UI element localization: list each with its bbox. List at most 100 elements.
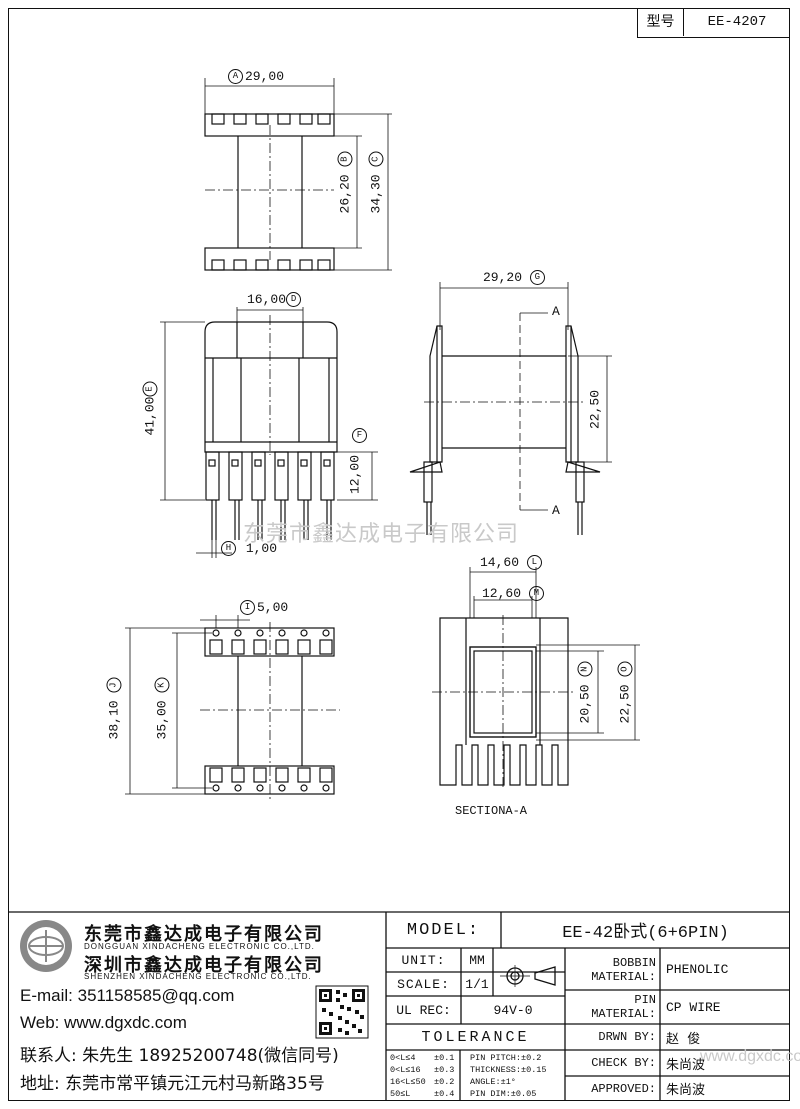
dim-b-label: 26,20 B xyxy=(337,142,353,222)
dim-f-label: 12,00 xyxy=(348,445,363,505)
dim-i-value: 5,00 xyxy=(257,600,289,615)
title-block-lines xyxy=(8,911,790,1101)
tb-tolerance-table: 0<L≤4 ±0.1 PIN PITCH:±0.2 0<L≤16 ±0.3 TH… xyxy=(390,1052,565,1100)
tb-tolerance-label: TOLERANCE xyxy=(421,1028,530,1046)
top-view xyxy=(204,78,392,271)
drawing-frame xyxy=(8,8,790,1101)
bottom-view xyxy=(125,615,340,800)
section-label: SECTIONA-A xyxy=(455,804,528,818)
company-address: 地址: 东莞市常平镇元江元村马新路35号 xyxy=(20,1074,325,1094)
tb-pin-label: PIN MATERIAL: xyxy=(565,990,660,1024)
dim-m-value: 12,60 xyxy=(482,586,522,601)
tb-bobbin-label-1: BOBBIN xyxy=(612,956,656,970)
tol-value: ±0.1 xyxy=(434,1053,455,1063)
header-model-value: EE-4207 xyxy=(707,14,767,30)
dim-k-letter: K xyxy=(154,677,170,693)
dim-f-marker: F xyxy=(352,428,369,444)
tol-row: 0<L≤16 ±0.3 THICKNESS:±0.15 xyxy=(390,1064,565,1076)
dim-m-label: 12,60 M xyxy=(482,586,546,602)
tol-range: 0<L≤16 xyxy=(390,1065,421,1075)
dim-i-letter: I xyxy=(240,600,255,616)
dim-d-value: 16,00 xyxy=(247,292,287,307)
company-logo xyxy=(20,920,72,972)
side-height-label: 22,50 xyxy=(588,380,603,440)
dim-l-letter: L xyxy=(526,555,542,571)
side-view xyxy=(409,282,612,535)
dim-m-letter: M xyxy=(528,586,544,602)
qr-code xyxy=(315,985,369,1039)
watermark-corner: www.dgxdc.com xyxy=(700,1048,800,1065)
tol-row: 16<L≤50 ±0.2 ANGLE:±1° xyxy=(390,1076,565,1088)
header-model-box: 型号 EE-4207 xyxy=(637,8,790,38)
dim-e-value: 41,00 xyxy=(142,396,158,436)
dim-a-letter: A xyxy=(228,69,243,85)
company-contact: 联系人: 朱先生 18925200748(微信同号) xyxy=(20,1046,339,1066)
tb-unit-label: UNIT: xyxy=(401,952,446,968)
dim-o-value: 22,50 xyxy=(617,684,633,724)
dim-e-letter: E xyxy=(142,381,158,397)
dim-g-letter: G xyxy=(529,270,545,286)
tb-pin-value: CP WIRE xyxy=(666,999,721,1015)
front-view xyxy=(160,307,378,558)
tb-ul-label: UL REC: xyxy=(396,1002,451,1018)
tb-drawn-label: DRWN BY: xyxy=(598,1030,656,1044)
dim-n-label: 20,50 N xyxy=(577,652,593,732)
dim-o-label: 22,50 O xyxy=(617,652,633,732)
tol-range: 16<L≤50 xyxy=(390,1077,426,1087)
tb-ul-value: 94V-0 xyxy=(493,1002,533,1018)
tol-range: 0<L≤4 xyxy=(390,1053,416,1063)
tol-value: ±0.4 xyxy=(434,1089,455,1099)
dim-k-value: 35,00 xyxy=(154,700,170,740)
tol-range: 50≤L xyxy=(390,1089,411,1099)
dim-l-value: 14,60 xyxy=(480,555,520,570)
dim-d-letter: D xyxy=(286,292,302,308)
tb-check-value: 朱尚波 xyxy=(666,1057,706,1073)
dim-j-value: 38,10 xyxy=(106,700,122,740)
tb-bobbin-label: BOBBIN MATERIAL: xyxy=(565,950,660,990)
tol-row: 50≤L ±0.4 PIN DIM:±0.05 xyxy=(390,1088,565,1100)
section-marker-bottom: A xyxy=(552,503,560,518)
dim-h-letter: H xyxy=(221,541,236,557)
dim-n-value: 20,50 xyxy=(577,684,593,724)
dim-j-label: 38,10 J xyxy=(106,668,122,748)
tb-bobbin-label-2: MATERIAL: xyxy=(591,970,656,984)
dim-c-letter: C xyxy=(368,151,384,167)
company-name-dg: 东莞市鑫达成电子有限公司 xyxy=(84,924,324,945)
tb-model-value: EE-42卧式(6+6PIN) xyxy=(562,924,729,943)
dim-g-value: 29,20 xyxy=(483,270,523,285)
tol-item: ANGLE:±1° xyxy=(470,1077,516,1087)
dim-o-letter: O xyxy=(617,661,633,677)
header-model-label: 型号 xyxy=(638,8,684,36)
dim-e-label: 41,00E xyxy=(142,368,158,448)
company-name-dg-en: DONGGUAN XINDACHENG ELECTRONIC CO.,LTD. xyxy=(84,942,315,951)
dim-b-value: 26,20 xyxy=(337,174,353,214)
tol-item: THICKNESS:±0.15 xyxy=(470,1065,547,1075)
tb-scale-value: 1/1 xyxy=(465,976,489,992)
dim-j-letter: J xyxy=(106,677,122,693)
tb-bobbin-value: PHENOLIC xyxy=(666,961,729,977)
tol-item: PIN PITCH:±0.2 xyxy=(470,1053,542,1063)
tb-unit-value: MM xyxy=(469,952,485,968)
tb-approved-value: 朱尚波 xyxy=(666,1083,706,1098)
watermark-main: 东莞市鑫达成电子有限公司 xyxy=(243,522,520,547)
tb-pin-label-1: PIN xyxy=(634,993,656,1007)
dim-l-label: 14,60 L xyxy=(480,555,544,571)
company-web: Web: www.dgxdc.com xyxy=(20,1013,187,1032)
dim-h-value: 1,00 xyxy=(245,541,278,556)
dim-c-value: 34,30 xyxy=(368,174,384,214)
tb-drawn-value: 赵 俊 xyxy=(666,1031,701,1047)
section-view xyxy=(432,567,640,790)
dim-f-letter: F xyxy=(352,428,367,444)
company-name-sz-en: SHENZHEN XINDACHENG ELECTRONIC CO.,LTD. xyxy=(84,972,312,981)
company-name-sz: 深圳市鑫达成电子有限公司 xyxy=(84,955,324,976)
dim-n-letter: N xyxy=(577,661,593,677)
dim-c-label: 34,30 C xyxy=(368,142,384,222)
tol-value: ±0.2 xyxy=(434,1077,455,1087)
tb-scale-label: SCALE: xyxy=(397,976,450,992)
dim-g-label: 29,20 G xyxy=(483,270,547,286)
dim-k-label: 35,00 K xyxy=(154,668,170,748)
